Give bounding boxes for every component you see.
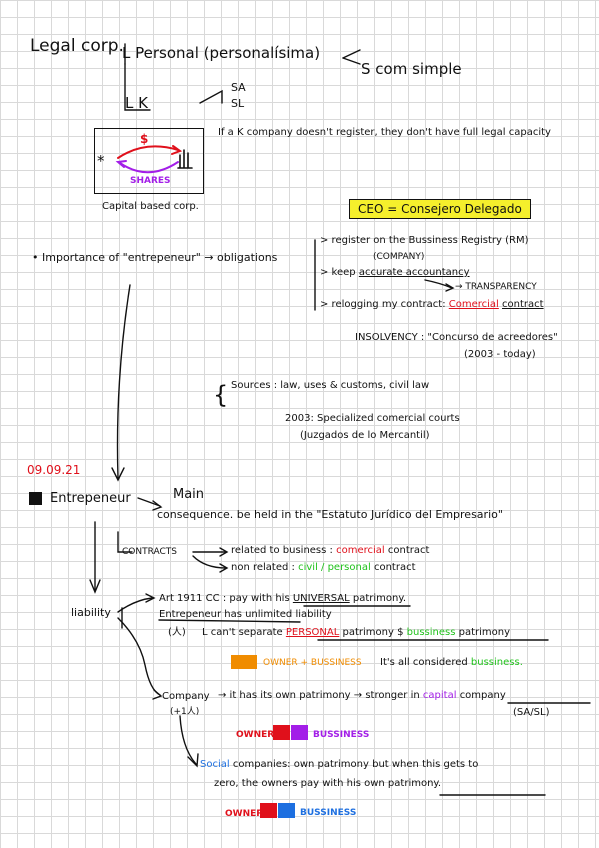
date-label: 09.09.21 — [27, 463, 81, 477]
dollar-label: $ — [140, 132, 149, 146]
register-note: If a K company doesn't register, they do… — [218, 127, 551, 138]
considered-line: It's all considered bussiness. — [380, 657, 523, 668]
main-label: Main — [173, 487, 205, 502]
non-related-line: non related : civil / personal contract — [231, 562, 416, 573]
transparency: → TRANSPARENCY — [455, 282, 537, 292]
capital-diagram-box — [94, 128, 204, 194]
ceo-box: CEO = Consejero Delegado — [349, 199, 531, 219]
contracts-label: CONTRACTS — [122, 547, 177, 557]
obligation-1: > register on the Bussiness Registry (RM… — [320, 235, 529, 246]
company-sub: (+1人) — [170, 707, 200, 717]
importance-line: • Importance of "entrepeneur" → obligati… — [32, 251, 278, 264]
business-label-2: BUSSINESS — [300, 808, 357, 818]
owner-label-1: OWNER — [236, 730, 275, 740]
business-color-box-2 — [278, 803, 295, 818]
insolvency: INSOLVENCY : "Concurso de acreedores" — [355, 332, 558, 343]
obligation-1-sub: (COMPANY) — [373, 252, 425, 262]
insolvency-dates: (2003 - today) — [464, 349, 536, 360]
business-label-1: BUSSINESS — [313, 730, 370, 740]
k-branch: L K — [125, 94, 148, 112]
social-line-2: zero, the owners pay with his own patrim… — [214, 778, 442, 789]
combined-color-box — [231, 655, 257, 669]
person-mark: (人) — [168, 627, 186, 638]
owner-color-box-2 — [260, 803, 277, 818]
company-line: → it has its own patrimony → stronger in… — [218, 690, 506, 701]
sasl-label: (SA/SL) — [513, 707, 550, 718]
related-line: related to business : comercial contract — [231, 545, 430, 556]
owner-bussiness-label: OWNER + BUSSINESS — [263, 658, 362, 668]
legal-corp-label: Legal corp. — [30, 36, 124, 56]
entrepreneur-title: Entrepeneur — [50, 491, 131, 506]
capital-caption: Capital based corp. — [102, 201, 199, 212]
cant-separate-line: L can't separate PERSONAL patrimony $ bu… — [202, 627, 511, 638]
liability-label: liability — [71, 606, 111, 619]
art-line: Art 1911 CC : pay with his UNIVERSAL pat… — [159, 593, 407, 604]
obligation-3: > relogging my contract: Comercial contr… — [320, 299, 544, 310]
company-label: Company — [162, 691, 210, 702]
courts-line: 2003: Specialized comercial courts — [285, 413, 460, 424]
sa-label: SA — [231, 81, 246, 94]
person-star: * — [97, 152, 105, 170]
courts-es: (Juzgados de lo Mercantil) — [300, 430, 430, 441]
owner-label-2: OWNER — [225, 809, 264, 819]
social-line-1: Social companies: own patrimony but when… — [200, 759, 479, 770]
simple-branch: S com simple — [361, 60, 462, 78]
sl-label: SL — [231, 97, 245, 110]
consequence-line: consequence. be held in the "Estatuto Ju… — [157, 508, 503, 521]
bullet-square — [29, 492, 42, 505]
sources-line: Sources : law, uses & customs, civil law — [231, 380, 430, 391]
shares-label: SHARES — [130, 176, 171, 186]
sources-brace: { — [213, 381, 229, 409]
obligation-2: > keep accurate accountancy — [320, 267, 470, 278]
personal-branch: L Personal (personalísima) — [122, 44, 321, 62]
owner-color-box-1 — [273, 725, 290, 740]
business-color-box-1 — [291, 725, 308, 740]
unlimited-line: Entrepeneur has unlimited liability — [159, 609, 332, 620]
